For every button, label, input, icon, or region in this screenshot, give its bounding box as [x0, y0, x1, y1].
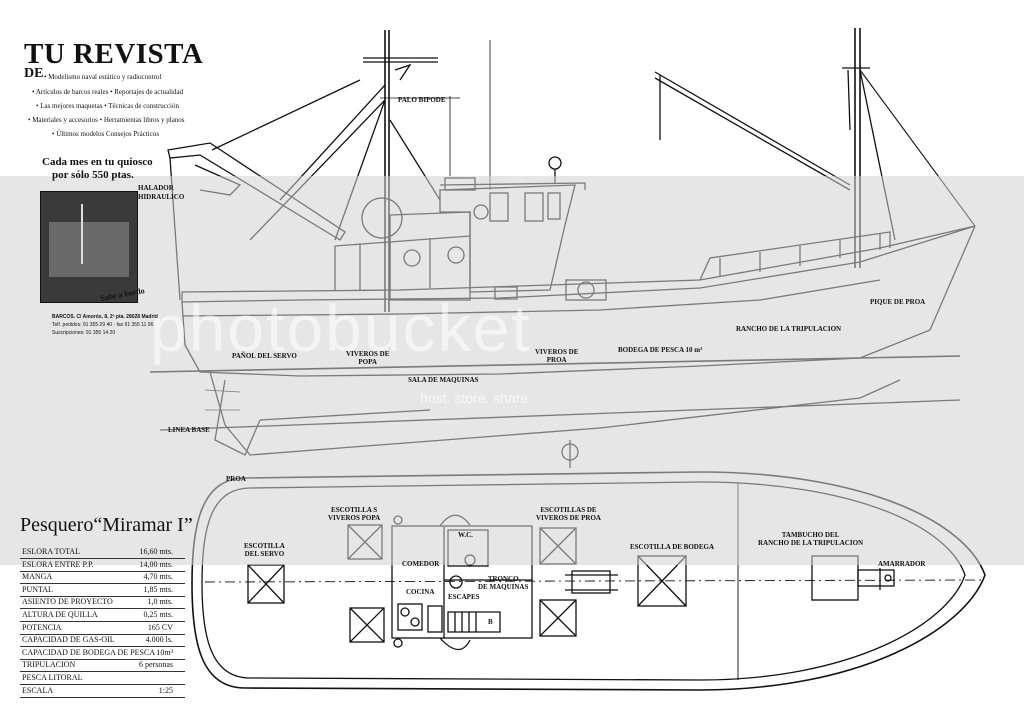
spec-label: ASIENTO DE PROYECTO	[22, 597, 113, 607]
spec-label: PUNTAL	[22, 584, 53, 594]
label-hidraulico: HIDRAULICO	[138, 193, 185, 201]
spec-label: ALTURA DE QUILLA	[22, 610, 98, 619]
magazine-topic: • Modelismo naval estático y radiocontro…	[44, 73, 162, 81]
promo-line: Cada mes en tu quiosco	[42, 156, 153, 168]
label-cocina: COCINA	[406, 588, 435, 596]
spec-row: MANGA 4,70 mts.	[20, 571, 185, 585]
spec-value: 6 personas	[139, 660, 173, 670]
spec-value: 0,25 mts.	[143, 610, 173, 619]
magazine-topic: • Las mejores maquetas • Técnicas de con…	[36, 102, 179, 110]
spec-value: 10m³	[156, 647, 173, 657]
label-proa: PROA	[226, 475, 246, 483]
cover-photo	[49, 222, 129, 277]
magazine-topic: • Artículos de barcos reales • Reportaje…	[32, 88, 184, 96]
label-sala-maquinas: SALA DE MAQUINAS	[408, 376, 479, 384]
spec-value: 16,60 mts.	[139, 547, 173, 556]
spec-row: ASIENTO DE PROYECTO 1,0 mts.	[20, 596, 185, 610]
watermark-tagline: host. store. share.	[420, 390, 533, 406]
cover-mast	[81, 204, 83, 264]
spec-row: ESLORA ENTRE P.P. 14,00 mts.	[20, 559, 185, 572]
spec-value: 4,70 mts.	[143, 572, 173, 582]
spec-label: PESCA LITORAL	[22, 673, 83, 682]
spec-label: TRIPULACION	[22, 660, 76, 670]
ship-title: Pesquero“Miramar I”	[20, 514, 193, 536]
label-bodega: BODEGA DE PESCA 10 m³	[618, 346, 703, 354]
spec-label: CAPACIDAD DE BODEGA DE PESCA	[22, 647, 156, 657]
label-b: B	[488, 618, 493, 626]
spec-row: ESCALA 1:25	[20, 685, 185, 698]
spec-value: 165 CV	[147, 622, 173, 632]
magazine-title: TU REVISTA	[24, 38, 204, 70]
label-palo-bipode: PALO BIPODE	[398, 96, 446, 104]
magazine-de: DE	[24, 66, 44, 81]
address-line: BARCOS. C/ Amorós, 8, 2ª pta. 28028 Madr…	[52, 314, 158, 320]
magazine-cover-image	[40, 191, 138, 303]
spec-row: POTENCIA 165 CV	[20, 622, 185, 635]
spec-row: PESCA LITORAL	[20, 672, 185, 685]
label-escapes: ESCAPES	[448, 593, 480, 601]
label-linea-base: LINEA BASE	[168, 426, 210, 434]
spec-label: POTENCIA	[22, 622, 62, 632]
watermark-brand: photobucket	[150, 291, 532, 365]
spec-row: CAPACIDAD DE GAS-OIL 4.000 ls.	[20, 634, 185, 648]
spec-value: 1,85 mts.	[143, 584, 173, 594]
fore-boom	[654, 71, 851, 191]
spec-label: ESCALA	[22, 685, 54, 695]
spec-label: CAPACIDAD DE GAS-OIL	[22, 635, 115, 645]
spec-value: 1,0 mts.	[147, 597, 173, 607]
label-panol: PAÑOL DEL SERVO	[232, 352, 297, 360]
spec-value: 4.000 ls.	[145, 635, 173, 645]
label-wc: W.C.	[458, 531, 473, 539]
spec-label: MANGA	[22, 572, 53, 582]
label-escotilla-bodega: ESCOTILLA DE BODEGA	[630, 543, 715, 551]
label-halador: HALADOR	[138, 184, 174, 192]
address-line: Telf. pedidos: 91 355 29 40 · fax 91 355…	[52, 322, 154, 328]
spec-row: TRIPULACION 6 personas	[20, 659, 185, 673]
address-line: Suscripciones: 91 355 14 20	[52, 330, 116, 336]
spec-label: ESLORA ENTRE P.P.	[22, 559, 94, 569]
label-amarrador: AMARRADOR	[878, 560, 926, 568]
label-comedor: COMEDOR	[402, 560, 440, 568]
promo-line: por sólo 550 ptas.	[52, 169, 134, 181]
magazine-topic: • Materiales y accesorios • Herramientas…	[28, 116, 185, 124]
spec-value: 1:25	[158, 685, 173, 695]
label-pique-proa: PIQUE DE PROA	[870, 298, 926, 306]
spec-value: 14,00 mts.	[139, 559, 173, 569]
magazine-topic: • Últimos modelos Consejos Prácticos	[52, 130, 160, 138]
spec-row: ESLORA TOTAL 16,60 mts.	[20, 546, 185, 559]
spec-label: ESLORA TOTAL	[22, 547, 80, 556]
plan-centerline	[204, 579, 986, 583]
spec-row: PUNTAL 1,85 mts.	[20, 584, 185, 597]
watermark-band	[0, 176, 1024, 565]
spec-row: ALTURA DE QUILLA 0,25 mts.	[20, 609, 185, 622]
label-rancho: RANCHO DE LA TRIPULACION	[736, 325, 842, 333]
